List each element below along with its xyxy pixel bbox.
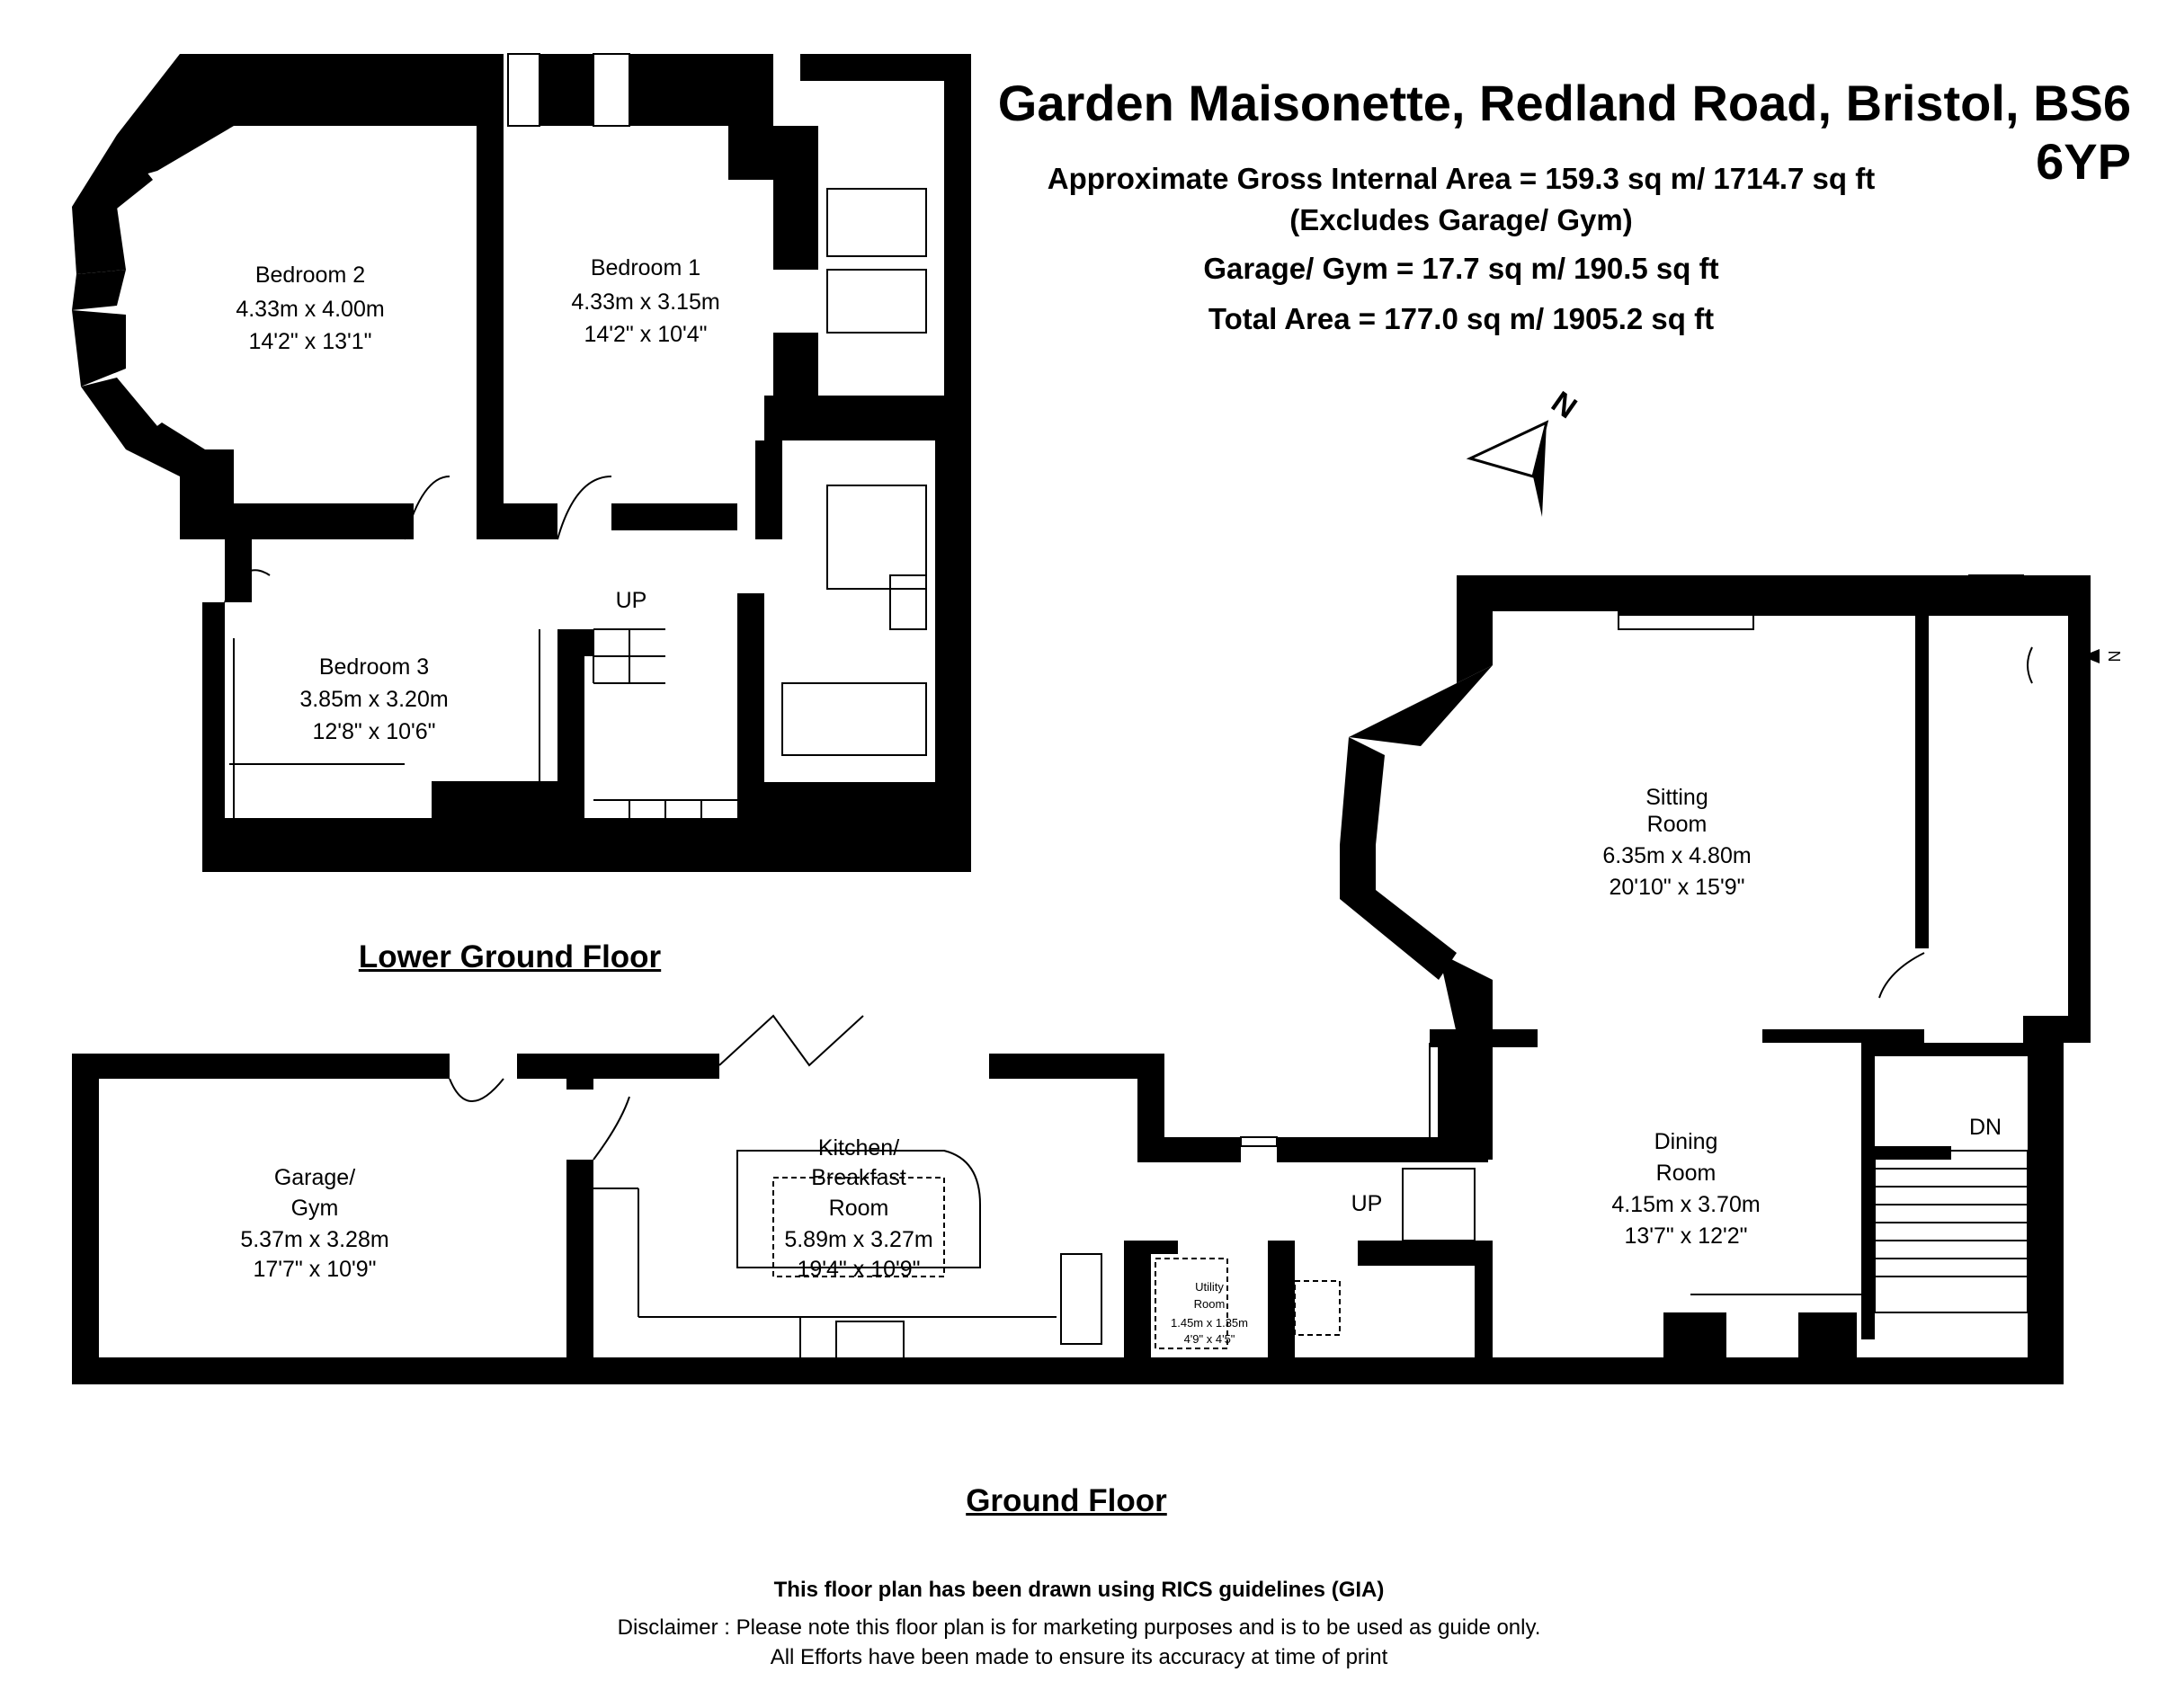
garage-name2: Gym [291, 1196, 339, 1221]
north-small-label: N [2105, 651, 2123, 663]
lower-ground-floor-label: Lower Ground Floor [358, 939, 662, 974]
room-bedroom1: Bedroom 1 4.33m x 3.15m 14'2" x 10'4" [571, 255, 719, 347]
bedroom3-name: Bedroom 3 [319, 654, 429, 680]
kitchen-metric: 5.89m x 3.27m [784, 1227, 932, 1252]
utility-metric: 1.45m x 1.35m [1171, 1316, 1248, 1330]
down-stairs-label: DN [1969, 1115, 2002, 1140]
utility-imperial: 4'9" x 4'5" [1184, 1332, 1235, 1346]
bedroom1-imperial: 14'2" x 10'4" [584, 322, 707, 347]
north-marker-icon: N [2082, 649, 2123, 663]
sitting-imperial: 20'10" x 15'9" [1609, 875, 1744, 900]
bedroom3-imperial: 12'8" x 10'6" [312, 719, 435, 744]
north-label: N [1545, 385, 1583, 425]
sitting-name1: Sitting [1645, 785, 1708, 810]
disclaimer-line-2: All Efforts have been made to ensure its… [770, 1645, 1388, 1669]
bedroom2-name: Bedroom 2 [255, 262, 365, 288]
utility-name2: Room [1194, 1297, 1226, 1311]
area-exclusion-note: (Excludes Garage/ Gym) [1289, 203, 1633, 236]
utility-name1: Utility [1195, 1280, 1224, 1294]
bedroom2-imperial: 14'2" x 13'1" [248, 329, 371, 354]
north-arrow-icon: N [1466, 385, 1583, 517]
bedroom3-metric: 3.85m x 3.20m [299, 687, 448, 712]
garage-imperial: 17'7" x 10'9" [253, 1257, 376, 1282]
disclaimer-line-1: Disclaimer : Please note this floor plan… [617, 1615, 1541, 1640]
room-bedroom3: Bedroom 3 3.85m x 3.20m 12'8" x 10'6" [299, 654, 448, 744]
room-kitchen: Kitchen/ Breakfast Room 5.89m x 3.27m 19… [784, 1135, 932, 1282]
gross-internal-area: Approximate Gross Internal Area = 159.3 … [1047, 162, 1876, 195]
dining-metric: 4.15m x 3.70m [1611, 1192, 1760, 1217]
dining-name2: Room [1656, 1161, 1717, 1186]
garage-name1: Garage/ [274, 1165, 355, 1190]
room-bedroom2: Bedroom 2 4.33m x 4.00m 14'2" x 13'1" [236, 262, 384, 354]
up-stairs-ground-label: UP [1351, 1191, 1383, 1216]
garage-area: Garage/ Gym = 17.7 sq m/ 190.5 sq ft [1203, 252, 1719, 285]
dining-imperial: 13'7" x 12'2" [1624, 1223, 1747, 1249]
room-garage: Garage/ Gym 5.37m x 3.28m 17'7" x 10'9" [240, 1165, 388, 1282]
kitchen-imperial: 19'4" x 10'9" [797, 1257, 920, 1282]
sitting-metric: 6.35m x 4.80m [1602, 843, 1751, 868]
bedroom1-metric: 4.33m x 3.15m [571, 289, 719, 315]
room-utility: Utility Room 1.45m x 1.35m 4'9" x 4'5" [1171, 1280, 1248, 1346]
rics-note: This floor plan has been drawn using RIC… [773, 1578, 1385, 1602]
ground-floor-label: Ground Floor [966, 1483, 1167, 1518]
dining-name1: Dining [1654, 1129, 1718, 1154]
room-dining: Dining Room 4.15m x 3.70m 13'7" x 12'2" [1611, 1129, 1760, 1249]
sitting-name2: Room [1647, 812, 1708, 837]
garage-metric: 5.37m x 3.28m [240, 1227, 388, 1252]
total-area: Total Area = 177.0 sq m/ 1905.2 sq ft [1208, 302, 1715, 335]
kitchen-name2: Breakfast [811, 1165, 906, 1190]
bedroom2-metric: 4.33m x 4.00m [236, 297, 384, 322]
kitchen-name1: Kitchen/ [818, 1135, 899, 1161]
kitchen-name3: Room [829, 1196, 889, 1221]
up-stairs-lower-label: UP [616, 588, 647, 613]
bedroom1-name: Bedroom 1 [591, 255, 700, 280]
plan-title: Garden Maisonette, Redland Road, Bristol… [997, 75, 2131, 190]
room-sitting: Sitting Room 6.35m x 4.80m 20'10" x 15'9… [1602, 785, 1751, 900]
